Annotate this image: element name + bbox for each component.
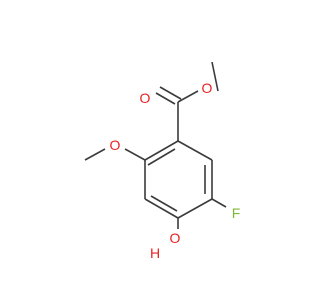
atom-methoxy-o: O (110, 137, 121, 153)
bond-carbonyl-double-b (159, 86, 182, 100)
bonds (84, 61, 227, 229)
bond-ring-c6-c1 (177, 140, 213, 161)
bond-ring-c3-c4 (144, 198, 179, 219)
bond-alkoxy-o-to-methyl (211, 61, 219, 92)
bond-carbonyl-double-a (155, 92, 176, 105)
atom-hydroxyl-h: H (150, 245, 160, 261)
atom-ester-alkoxy-o: O (202, 80, 213, 96)
bond-methoxy-o-to-methyl (84, 148, 106, 161)
bond-ring-c1-c2-inner (147, 148, 176, 166)
atom-fluorine: F (232, 205, 241, 221)
bond-carbonyl-to-alkoxy-o (177, 90, 199, 103)
molecule-structure: O O O F O H (84, 61, 241, 261)
bond-ring-c3-c4-inner (150, 195, 178, 212)
atom-labels: O O O F O H (110, 80, 241, 261)
bond-ring-to-fluorine (211, 198, 227, 208)
bond-ring-c4-c5 (177, 198, 213, 219)
bond-ring-to-methoxy-o (124, 148, 146, 161)
atom-hydroxyl-o: O (170, 230, 181, 246)
bond-ring-c1-c2 (144, 140, 179, 161)
atom-ester-carbonyl-o: O (140, 90, 151, 106)
